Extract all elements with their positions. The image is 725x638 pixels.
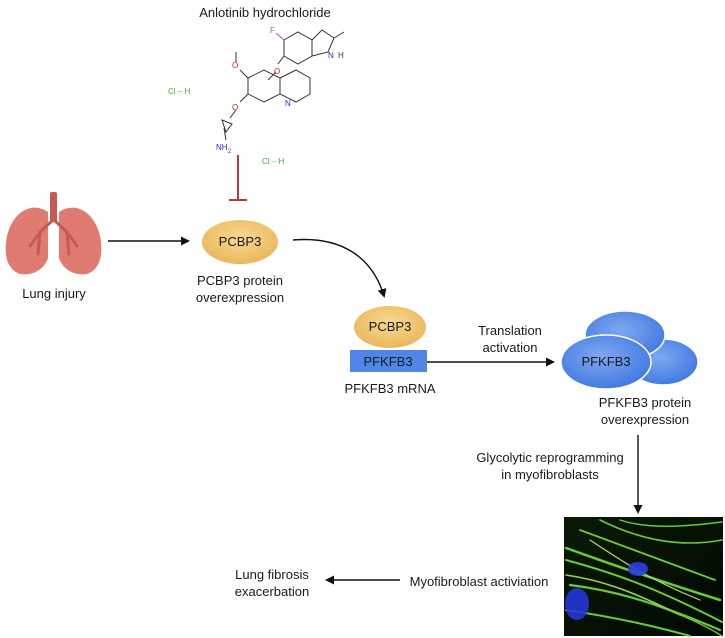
pfkfb3-caption-line2: overexpression [600,412,690,427]
pcbp3-caption-line2: overexpression [195,290,285,305]
pfkfb3-caption-line1: PFKFB3 protein [598,395,692,410]
anlotinib-structure [221,29,345,141]
pcbp3-protein-node: PCBP3 [202,220,278,264]
translation-line1: Translation [478,323,542,338]
atom-nh2-sub: 2 [228,149,232,155]
fibrosis-line2: exacerbation [234,584,310,599]
myofibroblast-micrograph [564,517,723,637]
lungs-icon [5,192,102,275]
atom-o-bridge: O [274,67,280,76]
pfkfb3-mrna-bar-label: PFKFB3 [363,354,412,369]
drug-name: Anlotinib hydrochloride [199,5,331,20]
atom-f: F [270,26,275,35]
inhibition-marker [229,155,247,201]
atom-n-indole: N [328,51,334,60]
atom-o-methoxy: O [232,61,238,70]
pcbp3-mrna-label: PCBP3 [369,319,412,334]
myofibroblast-label: Myofibroblast activiation [409,574,549,589]
arrow-pcbp3-to-mrna [292,238,387,298]
glyco-line2: in myofibroblasts [501,467,599,482]
atom-n-quinoline: N [285,99,291,108]
glyco-line1: Glycolytic reprogramming [476,450,624,465]
pcbp3-caption-line1: PCBP3 protein [197,273,283,288]
translation-line2: activation [482,340,538,355]
pcbp3-mrna-complex: PCBP3 PFKFB3 [350,306,427,372]
atom-nh2: NH [216,143,228,152]
hcl-label-2: Cl – H [262,157,284,166]
structure-atom-labels: F N H O O O N NH 2 Cl – H Cl – H [168,26,344,166]
atom-h-indole: H [338,51,344,60]
lung-injury-label: Lung injury [22,286,86,301]
fibrosis-line1: Lung fibrosis [235,567,309,582]
hcl-label-1: Cl – H [168,87,190,96]
pcbp3-top-label: PCBP3 [219,234,262,249]
pfkfb3-protein-node: PFKFB3 [560,310,699,390]
pfkfb3-protein-label: PFKFB3 [581,354,630,369]
atom-o-ether: O [232,103,238,112]
pfkfb3-mrna-caption: PFKFB3 mRNA [344,381,436,396]
arrows [108,236,643,585]
